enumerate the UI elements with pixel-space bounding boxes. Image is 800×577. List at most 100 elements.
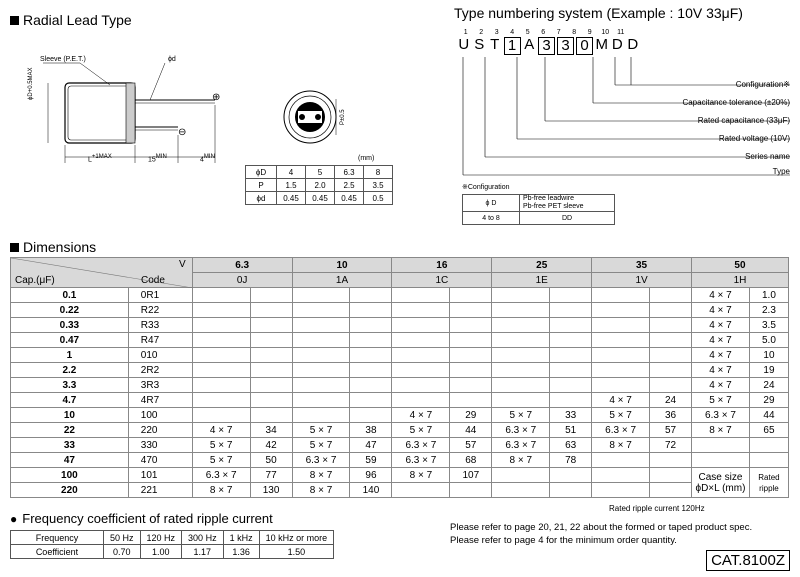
config-row-left: 4 to 8 [462, 211, 520, 225]
case-size-cell: 4 × 7 [690, 332, 750, 348]
lead4-dim-text: 4 [200, 156, 204, 164]
lead4-dim-tol: MIN [203, 154, 215, 160]
voltage-code-header: 1A [291, 272, 393, 288]
label-type: Type [772, 167, 790, 176]
type-digit: 1 [463, 29, 468, 36]
case-size-cell [291, 377, 351, 393]
cap-code-cell: 470 [127, 452, 193, 468]
case-size-cell: 6.3 × 7 [491, 422, 551, 438]
ripple-current-cell: 107 [449, 467, 493, 483]
type-code-char: T [490, 36, 500, 53]
ripple-current-cell [649, 467, 692, 483]
case-size-cell [391, 332, 451, 348]
ripple-current-cell [549, 362, 593, 378]
case-size-cell: 6.3 × 7 [191, 467, 251, 483]
dimensions-title-text: Dimensions [23, 239, 97, 255]
case-size-cell [391, 302, 451, 318]
type-code-char: U [458, 36, 470, 53]
ripple-current-cell [249, 332, 293, 348]
case-size-cell [191, 287, 251, 303]
radial-title-text: Radial Lead Type [23, 12, 132, 28]
coefficient-value-cell: 1.36 [222, 544, 260, 559]
ripple-current-cell: 47 [349, 437, 393, 453]
ripple-current-cell [249, 392, 293, 408]
case-size-cell [491, 467, 551, 483]
size-table-cell: 3.5 [363, 178, 393, 192]
voltage-header: 16 [391, 257, 493, 273]
ripple-current-cell [549, 347, 593, 363]
voltage-code-header: 0J [191, 272, 293, 288]
frequency-title-text: Frequency coefficient of rated ripple cu… [22, 511, 273, 526]
ripple-current-cell [549, 467, 593, 483]
length-dim-tol: +1MAX [91, 154, 112, 160]
case-size-cell [291, 347, 351, 363]
dimensions-section-title: Dimensions [10, 239, 96, 255]
case-size-cell: 5 × 7 [391, 422, 451, 438]
frequency-header-cell: 10 kHz or more [258, 530, 335, 545]
case-size-cell [690, 437, 750, 453]
ripple-current-cell: 36 [649, 407, 692, 423]
case-size-cell [191, 377, 251, 393]
voltage-header: 35 [591, 257, 692, 273]
cap-code-cell: 221 [127, 482, 193, 498]
label-rated-cap: Rated capacitance (33μF) [697, 116, 790, 125]
ripple-current-cell [349, 302, 393, 318]
case-size-cell [491, 362, 551, 378]
ripple-current-cell [449, 332, 493, 348]
lead15-dim-text: 15 [148, 156, 156, 164]
case-size-cell [391, 392, 451, 408]
ripple-current-cell [449, 287, 493, 303]
ripple-current-cell [249, 377, 293, 393]
case-size-cell: 6.3 × 7 [291, 452, 351, 468]
voltage-header: 10 [291, 257, 393, 273]
type-code-char: M [595, 36, 609, 53]
ripple-current-cell [449, 317, 493, 333]
ripple-current-cell [349, 362, 393, 378]
case-size-cell: 8 × 7 [690, 422, 750, 438]
radial-section-title: Radial Lead Type [10, 12, 132, 28]
ripple-current-cell: 2.3 [748, 302, 790, 318]
ripple-current-cell: 63 [549, 437, 593, 453]
capacitance-cell: 0.33 [10, 317, 129, 333]
case-size-cell: 4 × 7 [391, 407, 451, 423]
coefficient-value-cell: 1.50 [258, 544, 335, 559]
capacitance-cell: 4.7 [10, 392, 129, 408]
label-cap-tolerance: Capacitance tolerance (±20%) [682, 98, 790, 107]
type-digit: 2 [479, 29, 484, 36]
type-code-char: 3 [557, 37, 574, 55]
config-head-right-1: Pb-free leadwire [523, 195, 574, 202]
ripple-current-cell: 33 [549, 407, 593, 423]
ripple-current-cell: 34 [249, 422, 293, 438]
case-size-cell: 5 × 7 [291, 437, 351, 453]
voltage-header: 6.3 [191, 257, 293, 273]
size-table-cell: 0.45 [334, 191, 364, 205]
type-numbering-title: Type numbering system (Example : 10V 33μ… [454, 5, 743, 21]
case-size-cell [191, 302, 251, 318]
config-table: ϕ D Pb-free leadwire Pb-free PET sleeve … [462, 194, 615, 225]
bullet-square-icon [10, 242, 19, 252]
frequency-label: Frequency [10, 530, 104, 545]
case-size-cell [491, 287, 551, 303]
sleeve-label: Sleeve (P.E.T.) [40, 56, 86, 63]
case-size-cell [291, 287, 351, 303]
type-code-char: D [627, 36, 639, 53]
cap-code-cell: 4R7 [127, 392, 193, 408]
type-code-char: 0 [576, 37, 593, 55]
ripple-current-cell [349, 407, 393, 423]
size-table-cell: 6.3 [334, 165, 364, 179]
cap-code-cell: 330 [127, 437, 193, 453]
pitch-label: P±0.5 [340, 109, 346, 125]
ripple-current-cell [649, 287, 692, 303]
ripple-current-cell: 5.0 [748, 332, 790, 348]
case-size-cell: 4 × 7 [690, 302, 750, 318]
voltage-header: 25 [491, 257, 593, 273]
case-size-cell: 4 × 7 [690, 377, 750, 393]
